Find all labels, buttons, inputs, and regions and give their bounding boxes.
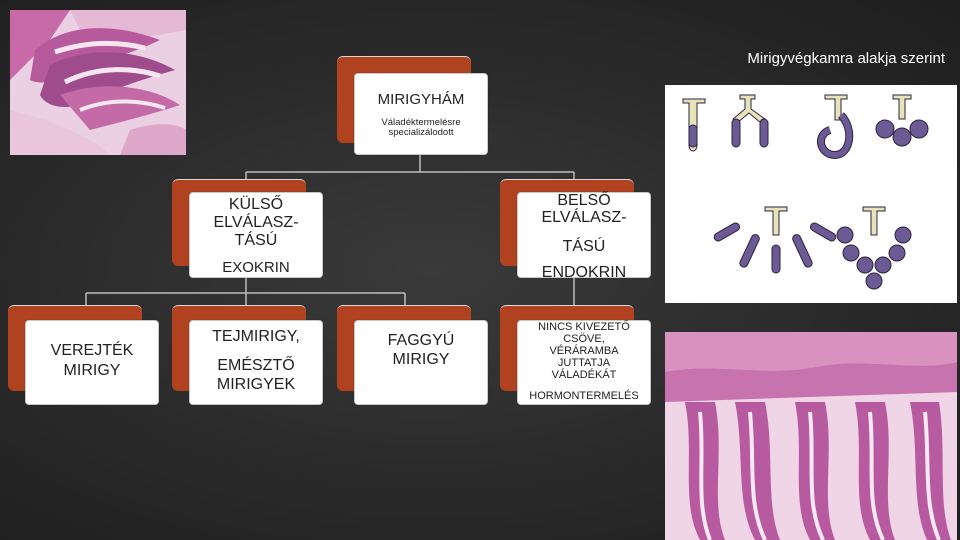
endocrine-line4: ENDOKRIN: [541, 264, 627, 281]
hormone-line6: HORMONTERMELÉS: [529, 390, 639, 402]
root-node: MIRIGYHÁM Váladéktermelésre specializálo…: [354, 73, 488, 155]
sebaceous-line2: MIRIGY: [392, 351, 450, 368]
exocrine-line3: TÁSÚ: [234, 232, 278, 249]
exocrine-line4: EXOKRIN: [222, 259, 290, 276]
sebaceous-line1: FAGGYÚ: [387, 332, 455, 349]
exocrine-line1: KÜLSŐ: [228, 196, 284, 213]
hormone-line3: VÉRÁRAMBA: [549, 345, 619, 357]
exocrine-line2: ELVÁLASZ-: [213, 214, 299, 231]
hormone-node: NINCS KIVEZETŐ CSÖVE, VÉRÁRAMBA JUTTATJA…: [517, 320, 651, 405]
endocrine-line1: BELSŐ: [557, 192, 611, 209]
root-title: MIRIGYHÁM: [377, 91, 465, 108]
hormone-line5: VÁLADÉKÁT: [551, 369, 617, 381]
root-subtitle: Váladéktermelésre specializálodott: [381, 117, 461, 138]
diagram-caption: Mirigyvégkamra alakja szerint: [747, 50, 945, 67]
hormone-line1: NINCS KIVEZETŐ: [538, 321, 630, 333]
milk-line3: MIRIGYEK: [216, 376, 296, 393]
milk-gland-node: TEJMIRIGY, EMÉSZTŐ MIRIGYEK: [189, 320, 323, 405]
sweat-gland-node: VEREJTÉK MIRIGY: [25, 320, 159, 405]
endocrine-line2: ELVÁLASZ-: [541, 209, 627, 226]
gland-shapes-figure: [665, 85, 957, 303]
milk-line2: EMÉSZTŐ: [217, 357, 295, 374]
endocrine-node: BELSŐ ELVÁLASZ- TÁSÚ ENDOKRIN: [517, 192, 651, 281]
sweat-line2: MIRIGY: [63, 362, 121, 379]
hormone-line4: JUTTATJA: [557, 357, 611, 369]
exocrine-node: KÜLSŐ ELVÁLASZ- TÁSÚ EXOKRIN: [189, 192, 323, 278]
sweat-line1: VEREJTÉK: [50, 342, 134, 359]
endocrine-line3: TÁSÚ: [562, 238, 606, 255]
histology-image-top: [10, 10, 186, 155]
milk-line1: TEJMIRIGY,: [212, 328, 300, 345]
sebaceous-gland-node: FAGGYÚ MIRIGY: [354, 320, 488, 405]
hormone-line2: CSÖVE,: [563, 333, 605, 345]
histology-image-bottom: [665, 332, 957, 540]
